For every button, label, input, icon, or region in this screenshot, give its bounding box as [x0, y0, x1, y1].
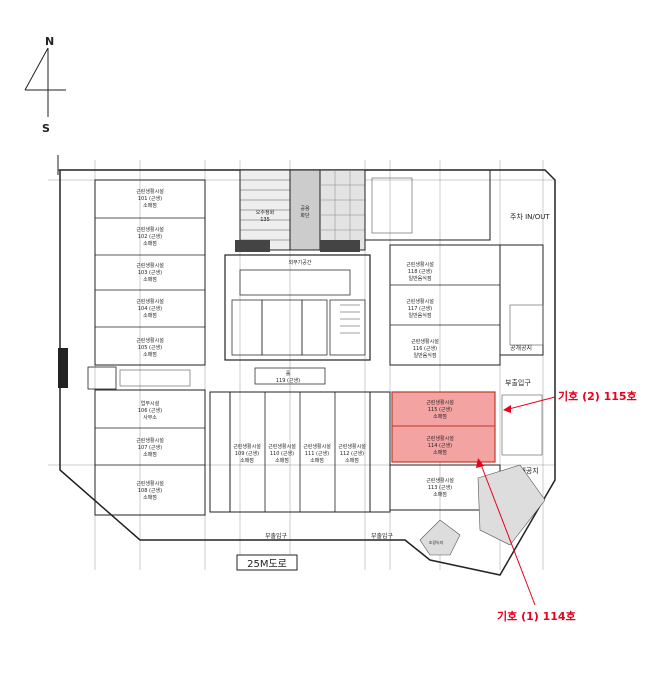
unit-106-use: 사무소	[143, 414, 157, 421]
unit-118-use: 일반음식점	[408, 275, 431, 282]
unit-104-number: 104 (근생)	[138, 305, 162, 312]
unit-118-number: 118 (근생)	[408, 268, 432, 275]
building-outline	[59, 169, 556, 576]
entrance-right-label: 부출입구	[505, 378, 531, 387]
road-label: 25M도로	[247, 559, 287, 570]
unit-115-number: 115 (근생)	[428, 406, 452, 413]
unit-107-number: 107 (근생)	[138, 444, 162, 451]
unit-103-number: 103 (근생)	[138, 269, 162, 276]
unit-105-name: 근린생활시설	[136, 337, 164, 344]
shaft-mid-line1: 공용	[300, 206, 310, 212]
unit-109-name: 근린생활시설	[233, 443, 261, 450]
arrow-head-icon	[503, 405, 511, 413]
public-space-top-label: 공개공지	[510, 344, 532, 352]
unit-115-use: 소매점	[433, 413, 447, 420]
shaft-left-line2: 135	[260, 217, 270, 223]
unit-115-name: 근린생활시설	[426, 399, 454, 406]
hall-number: 119 (근생)	[276, 377, 300, 384]
unit-106-number: 106 (근생)	[138, 407, 162, 414]
entrance-bottom-right-label: 부출입구	[371, 532, 394, 540]
unit-116-name: 근린생활시설	[411, 338, 439, 345]
unit-102-use: 소매점	[143, 240, 157, 247]
top-shafts: 오수정화 135 공용 화단	[235, 169, 366, 252]
shaft-mid-line2: 화단	[300, 212, 310, 219]
unit-116-use: 일반음식점	[413, 352, 436, 359]
unit-107-use: 소매점	[143, 451, 157, 458]
unit-109-use: 소매점	[240, 457, 254, 464]
unit-103-name: 근린생활시설	[136, 262, 164, 269]
top-right-area: 주차 IN/OUT	[364, 169, 550, 356]
unit-101-use: 소매점	[143, 202, 157, 209]
compass-south: S	[42, 122, 50, 135]
unit-111-number: 111 (근생)	[305, 450, 329, 457]
public-space-bottom-label: 공개공지	[513, 466, 539, 475]
unit-110-name: 근린생활시설	[268, 443, 296, 450]
unit-105-number: 105 (근생)	[138, 344, 162, 351]
unit-106-name: 업무시설	[141, 400, 160, 407]
right-exterior: 공개공지 부출입구 공개공지 조경녹지	[419, 304, 546, 556]
unit-107-name: 근린생활시설	[136, 437, 164, 444]
unit-105-use: 소매점	[143, 351, 157, 358]
shaft-left-line1: 오수정화	[256, 209, 275, 216]
unit-113-use: 소매점	[433, 491, 447, 498]
road-label-box	[236, 554, 298, 571]
unit-111-name: 근린생활시설	[303, 443, 331, 450]
unit-102-name: 근린생활시설	[136, 226, 164, 233]
unit-114-use: 소매점	[433, 449, 447, 456]
unit-118-name: 근린생활시설	[406, 261, 434, 268]
unit-116-number: 116 (근생)	[413, 345, 437, 352]
unit-111-use: 소매점	[310, 457, 324, 464]
unit-108-use: 소매점	[143, 494, 157, 501]
unit-117-number: 117 (근생)	[408, 305, 432, 312]
unit-101-name: 근린생활시설	[136, 188, 164, 195]
unit-115-highlight	[391, 391, 496, 463]
entrance-bottom-left-label: 부출입구	[265, 532, 288, 540]
unit-113-number: 113 (근생)	[428, 484, 452, 491]
central-core: 외부기공간 홀 119 (근생)	[224, 254, 371, 385]
unit-113-name: 근린생활시설	[426, 477, 454, 484]
unit-104-use: 소매점	[143, 312, 157, 319]
arrow-head-icon	[476, 458, 484, 468]
outer-space-label: 외부기공간	[288, 259, 311, 266]
green-label: 조경녹지	[429, 539, 444, 545]
left-units	[58, 179, 206, 516]
unit-114-name: 근린생활시설	[426, 435, 454, 442]
unit-112-name: 근린생활시설	[338, 443, 366, 450]
unit-103-use: 소매점	[143, 276, 157, 283]
unit-117-use: 일반음식점	[408, 312, 431, 319]
unit-110-use: 소매점	[275, 457, 289, 464]
unit-117-name: 근린생활시설	[406, 298, 434, 305]
right-units: 근린생활시설 118 (근생) 일반음식점 근린생활시설 117 (근생) 일반…	[389, 244, 501, 366]
unit-104-name: 근린생활시설	[136, 298, 164, 305]
unit-109-number: 109 (근생)	[235, 450, 259, 457]
highlighted-units: 근린생활시설 115 (근생) 소매점 근린생활시설 114 (근생) 소매점	[391, 391, 496, 463]
unit-112-number: 112 (근생)	[340, 450, 364, 457]
unit-108-name: 근린생활시설	[136, 480, 164, 487]
unit-102-number: 102 (근생)	[138, 233, 162, 240]
unit-101-number: 101 (근생)	[138, 195, 162, 202]
unit-110-number: 110 (근생)	[270, 450, 294, 457]
unit-114-number: 114 (근생)	[428, 442, 452, 449]
unit-108-number: 108 (근생)	[138, 487, 162, 494]
compass-north: N	[45, 35, 54, 48]
left-unit-labels: 근린생활시설 101 (근생) 소매점 근린생활시설 102 (근생) 소매점 …	[136, 188, 164, 501]
unit-112-use: 소매점	[345, 457, 359, 464]
callout-arrows	[476, 396, 556, 606]
hall-name: 홀	[286, 370, 291, 377]
callout-114-label: 기호 (1) 114호	[497, 609, 576, 623]
callout-115-label: 기호 (2) 115호	[558, 389, 637, 403]
parking-in-label: 주차 IN/OUT	[510, 212, 550, 221]
bottom-units: 근린생활시설 109 (근생) 소매점 근린생활시설 110 (근생) 소매점 …	[209, 391, 501, 513]
north-arrow-icon	[24, 47, 66, 117]
